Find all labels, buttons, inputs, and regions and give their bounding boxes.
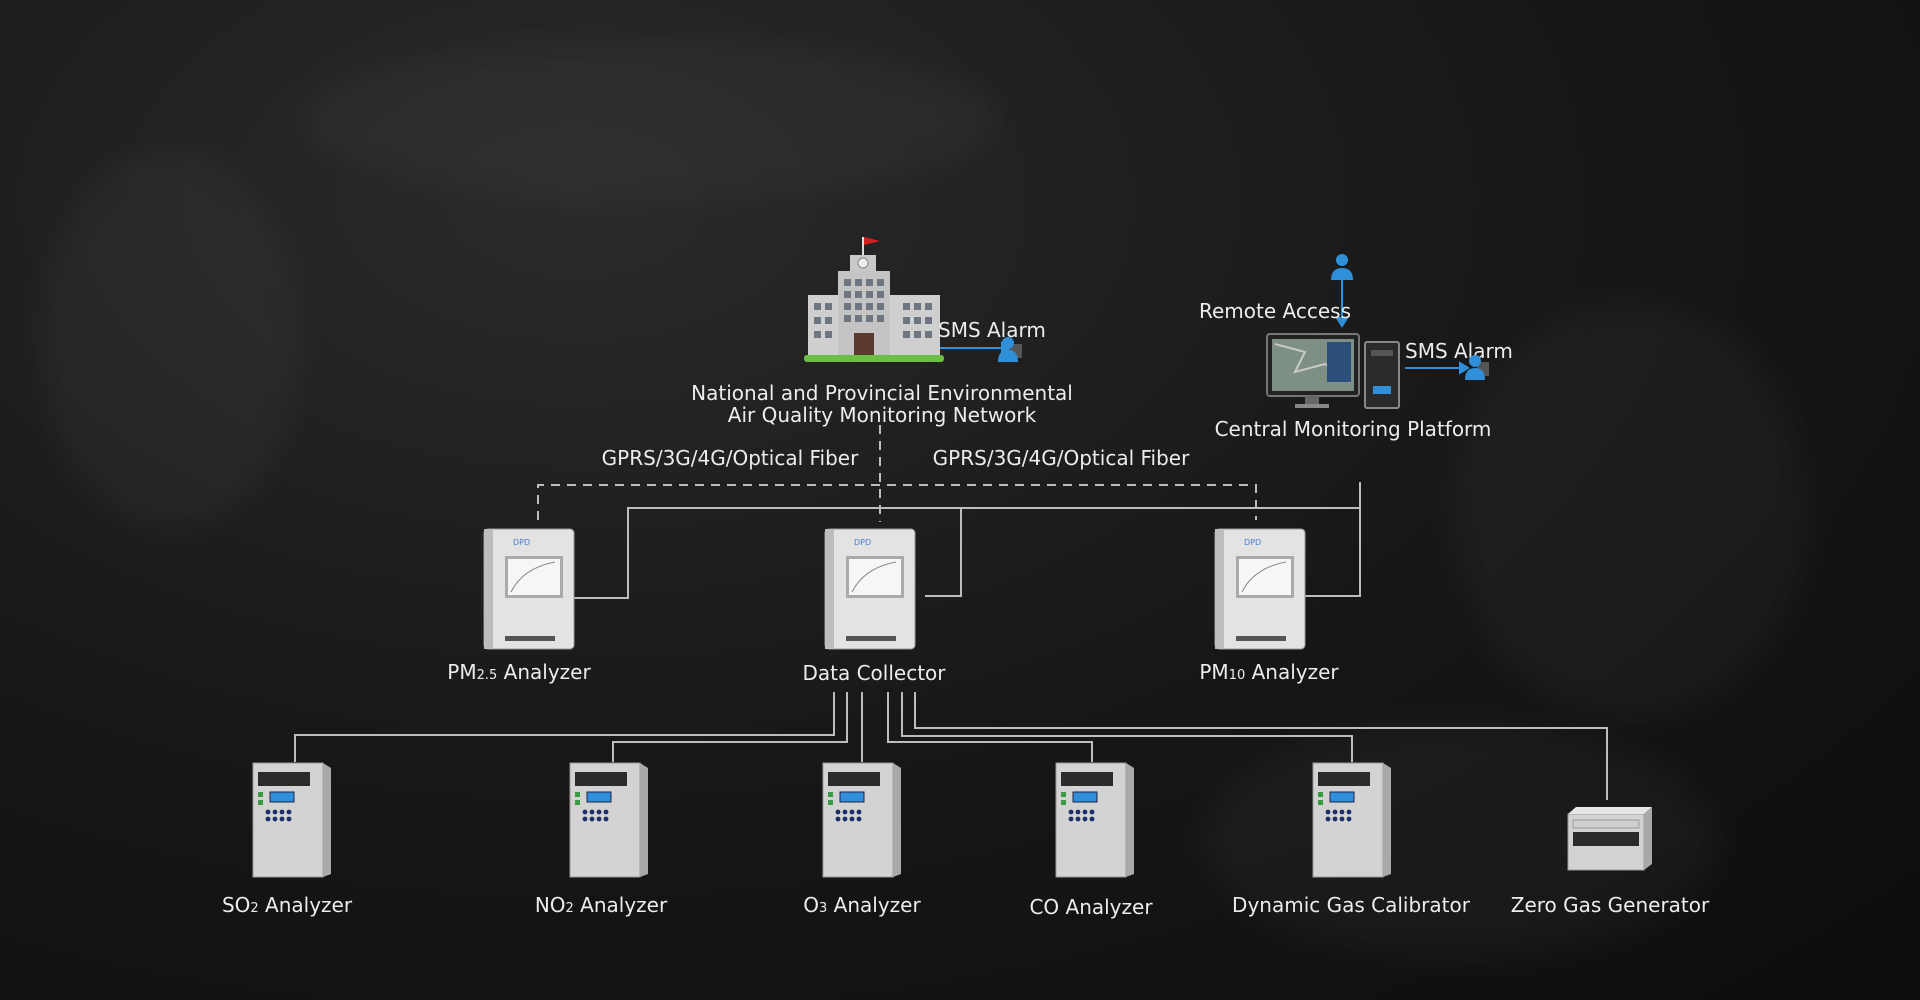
solid-link-pm25: [574, 507, 1360, 599]
computer-workstation-icon: [1266, 333, 1400, 409]
so2-analyzer-label: SO2 Analyzer: [221, 893, 353, 917]
pm10-analyzer-label: PM10 Analyzer: [1199, 660, 1339, 684]
device-brand: DPD: [854, 538, 871, 547]
bus-calibrator: [901, 692, 1353, 762]
platform-alarm-user-icon: [1465, 355, 1489, 380]
remote-user-icon: [1331, 254, 1353, 280]
network-label-line1: National and Provincial Environmental: [691, 381, 1073, 405]
bus-so2: [294, 692, 835, 762]
co-analyzer-unit: [1055, 762, 1134, 878]
pm25-analyzer-label: PM2.5 Analyzer: [447, 660, 591, 684]
no2-analyzer-unit: [569, 762, 648, 878]
link-label-left: GPRS/3G/4G/Optical Fiber: [601, 446, 859, 470]
dynamic-gas-calibrator-unit: [1312, 762, 1391, 878]
pm10-analyzer-cabinet: DPD: [1214, 528, 1306, 650]
device-brand: DPD: [513, 538, 530, 547]
zero-gas-generator-label: Zero Gas Generator: [1510, 893, 1710, 917]
solid-link-collector: [925, 508, 962, 597]
link-label-right: GPRS/3G/4G/Optical Fiber: [932, 446, 1190, 470]
remote-access-label: Remote Access: [1199, 299, 1351, 323]
data-collector-label: Data Collector: [802, 661, 946, 685]
user-alarm-icon: [998, 337, 1022, 362]
platform-sms-alarm-label: SMS Alarm: [1405, 339, 1513, 363]
bus-co: [887, 692, 1093, 762]
pm25-analyzer-cabinet: DPD: [483, 528, 575, 650]
device-brand: DPD: [1244, 538, 1261, 547]
data-collector-cabinet: DPD: [824, 528, 916, 650]
co-analyzer-label: CO Analyzer: [1029, 895, 1153, 919]
zero-gas-generator-unit: [1567, 807, 1652, 871]
central-platform-label: Central Monitoring Platform: [1214, 417, 1492, 441]
top-sms-alarm-label: SMS Alarm: [938, 318, 1046, 342]
o3-analyzer-unit: [822, 762, 901, 878]
government-building-icon: [804, 237, 944, 362]
network-label-line2: Air Quality Monitoring Network: [727, 403, 1037, 427]
bus-zero-gas: [914, 692, 1608, 800]
bus-no2: [612, 692, 848, 762]
solid-link-pm10: [1296, 482, 1361, 597]
so2-analyzer-unit: [252, 762, 331, 878]
no2-analyzer-label: NO2 Analyzer: [534, 893, 668, 917]
dashed-link-network: [537, 484, 1257, 520]
o3-analyzer-label: O3 Analyzer: [803, 893, 921, 917]
dynamic-gas-calibrator-label: Dynamic Gas Calibrator: [1232, 893, 1470, 917]
